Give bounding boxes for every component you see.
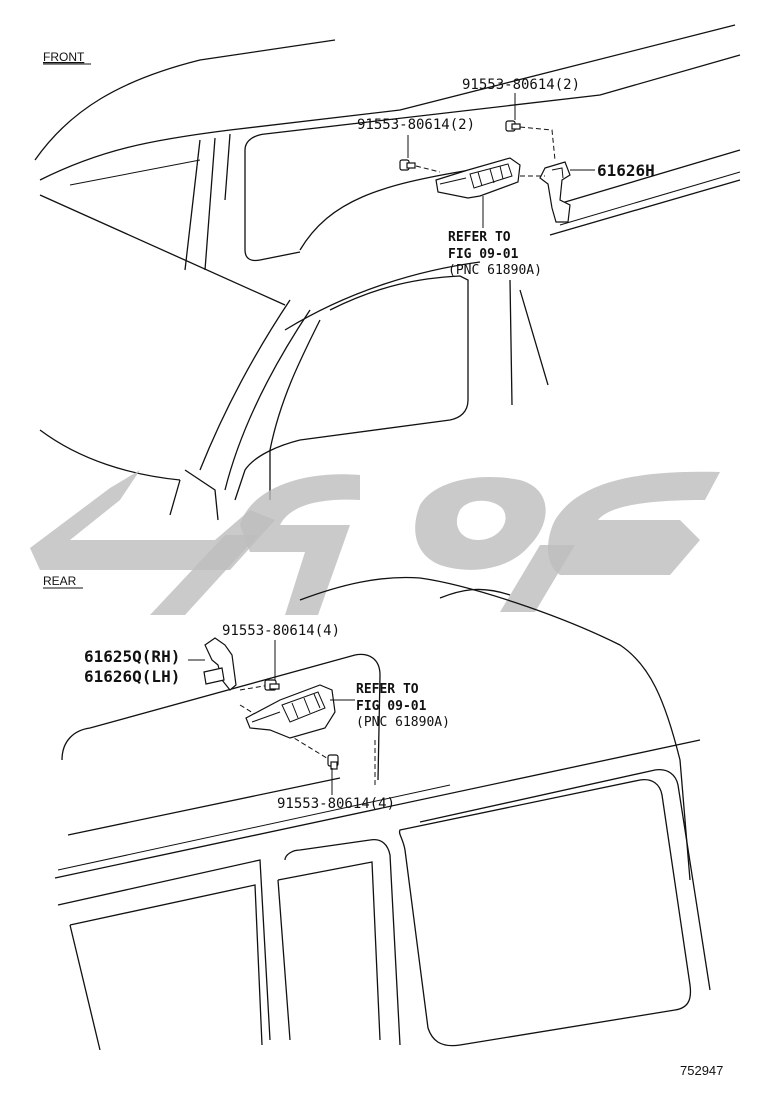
part-number-label[interactable]: 91553-80614(2) bbox=[357, 117, 475, 133]
bolt-icon bbox=[327, 754, 339, 770]
part-number-label[interactable]: 91553-80614(2) bbox=[462, 77, 580, 93]
rear-vehicle-outline bbox=[54, 576, 711, 1051]
section-label-rear: REAR bbox=[43, 574, 77, 588]
reference-note: FIG 09-01 bbox=[356, 699, 427, 714]
section-label-front: FRONT bbox=[43, 50, 85, 64]
part-number-label[interactable]: 61626Q(LH) bbox=[84, 667, 180, 686]
rear-parts bbox=[188, 637, 355, 795]
watermark-logo bbox=[30, 470, 720, 615]
front-vehicle-outline bbox=[34, 24, 741, 521]
bolt-icon bbox=[505, 120, 521, 132]
part-number-label[interactable]: 61625Q(RH) bbox=[84, 647, 180, 666]
assist-grip-icon bbox=[245, 684, 336, 739]
reference-note: (PNC 61890A) bbox=[448, 263, 542, 278]
part-number-label[interactable]: 61626H bbox=[597, 161, 655, 180]
reference-note: (PNC 61890A) bbox=[356, 715, 450, 730]
bolt-icon bbox=[399, 159, 416, 171]
illustration-number: 752947 bbox=[680, 1063, 723, 1078]
bolt-icon bbox=[264, 679, 280, 691]
reference-note: REFER TO bbox=[356, 682, 419, 697]
part-number-label[interactable]: 91553-80614(4) bbox=[277, 796, 395, 812]
front-parts bbox=[399, 93, 595, 228]
part-number-label[interactable]: 91553-80614(4) bbox=[222, 623, 340, 639]
assist-grip-icon bbox=[435, 157, 521, 199]
reference-note: REFER TO bbox=[448, 230, 511, 245]
bracket-icon bbox=[539, 161, 571, 223]
bracket-icon bbox=[203, 637, 237, 691]
reference-note: FIG 09-01 bbox=[448, 247, 519, 262]
